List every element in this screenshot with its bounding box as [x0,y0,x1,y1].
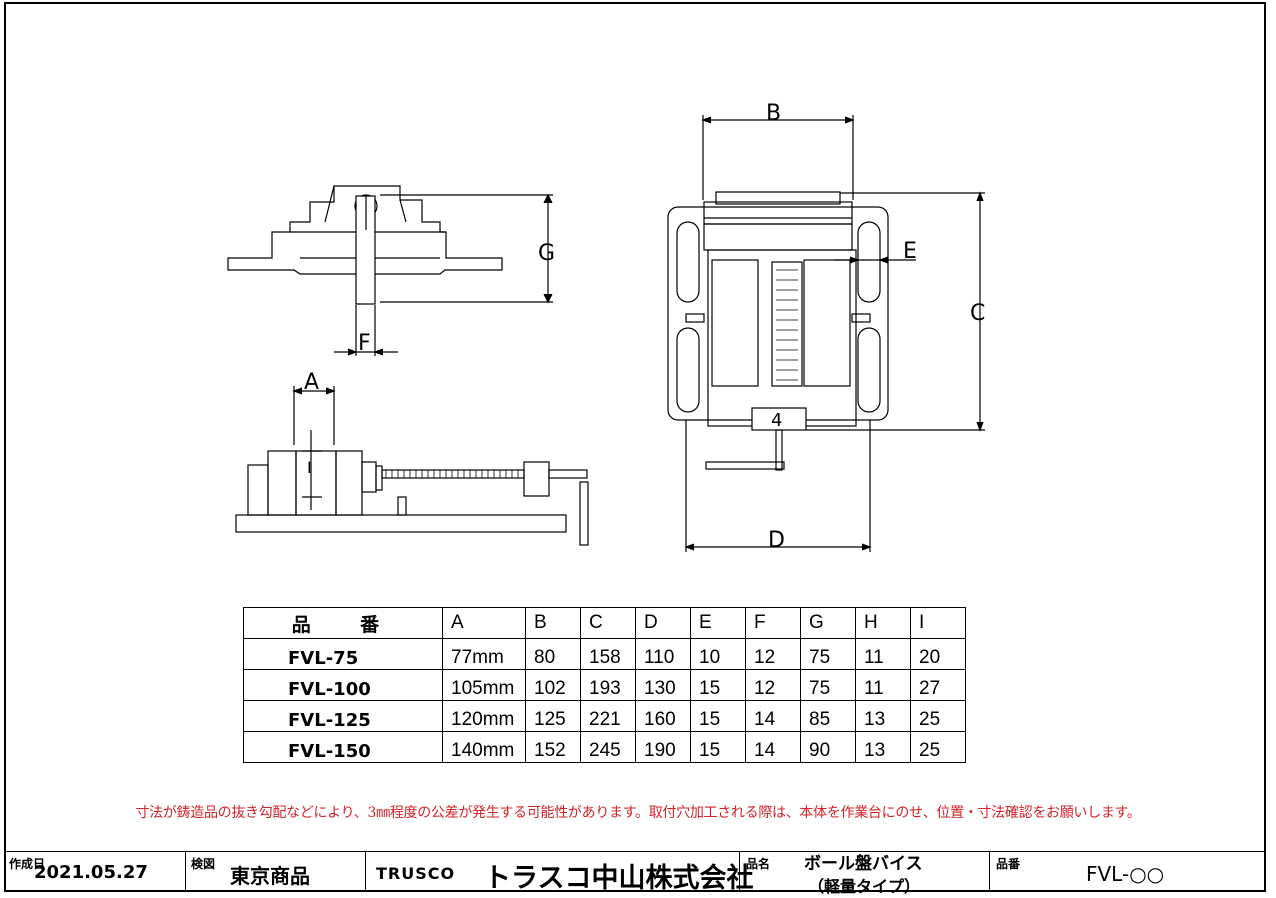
side-view [235,386,589,546]
created-cell [4,851,186,891]
table-header-cell: F [745,607,801,639]
table-cell: FVL-125 [243,700,443,732]
table-cell: 14 [745,700,801,732]
dim-label-E: E [903,239,917,264]
dim-label-C: C [970,301,985,326]
table-cell: 75 [800,669,856,701]
table-cell: 25 [910,731,966,763]
table-cell: 10 [690,638,746,670]
table-cell: 11 [855,669,911,701]
table-cell: 245 [580,731,636,763]
company-name: トラスコ中山株式会社 [484,863,754,894]
table-cell: 221 [580,700,636,732]
table-cell: 75 [800,638,856,670]
table-cell: 105mm [442,669,526,701]
dim-label-D: D [768,528,785,553]
table-cell: 130 [635,669,691,701]
table-cell: 90 [800,731,856,763]
table-header-cell: I [910,607,966,639]
created-value: 2021.05.27 [34,862,148,883]
top-view [667,115,985,552]
spec-table: 品 番 A B C D E F G H I FVL-75 77mm 80 158… [243,607,966,763]
table-cell: 20 [910,638,966,670]
dim-label-G: G [538,241,555,266]
table-cell: 140mm [442,731,526,763]
table-cell: 13 [855,700,911,732]
table-header-cell: E [690,607,746,639]
table-header-row: 品 番 A B C D E F G H I [243,607,966,639]
table-cell: 110 [635,638,691,670]
inspected-cell [186,851,366,891]
inspected-label: 検図 [191,857,216,871]
brand-logo: TRUSCO [376,864,456,883]
front-view [227,185,553,356]
table-row: FVL-125 120mm 125 221 160 15 14 85 13 25 [243,700,966,732]
table-row: FVL-75 77mm 80 158 110 10 12 75 11 20 [243,638,966,670]
table-header-cell: H [855,607,911,639]
table-cell: 160 [635,700,691,732]
table-cell: 15 [690,731,746,763]
table-cell: 125 [525,700,581,732]
table-cell: 11 [855,638,911,670]
table-cell: 12 [745,669,801,701]
table-cell: 152 [525,731,581,763]
table-cell: 190 [635,731,691,763]
table-header-cell: A [442,607,526,639]
table-header-cell: G [800,607,856,639]
tolerance-note: 寸法が鋳造品の抜き勾配などにより、3㎜程度の公差が発生する可能性があります。取付… [135,805,1141,821]
table-header-cell: 品 番 [243,607,443,639]
product-name-line1: ボール盤バイス [804,854,923,874]
table-cell: 77mm [442,638,526,670]
table-cell: 13 [855,731,911,763]
product-name-line2: （軽量タイプ） [808,877,921,896]
drawing-frame [4,2,1266,892]
table-cell: FVL-150 [243,731,443,763]
table-cell: 12 [745,638,801,670]
dim-label-F: F [358,331,371,356]
product-name-cell [740,851,990,891]
product-no-value: FVL-○○ [1086,862,1165,886]
part-number-label: 4 [771,410,782,431]
table-header-cell: B [525,607,581,639]
dim-label-B: B [766,101,781,126]
product-name-label: 品名 [746,857,771,871]
inspected-value: 東京商品 [230,864,310,888]
table-cell: 80 [525,638,581,670]
table-cell: FVL-100 [243,669,443,701]
table-cell: 102 [525,669,581,701]
dim-label-A: A [304,370,319,395]
company-cell [366,851,740,891]
table-cell: 85 [800,700,856,732]
product-no-label: 品番 [996,857,1021,871]
table-cell: FVL-75 [243,638,443,670]
table-cell: 15 [690,700,746,732]
table-cell: 14 [745,731,801,763]
created-label: 作成日 [9,857,46,871]
table-header-cell: C [580,607,636,639]
table-cell: 27 [910,669,966,701]
table-cell: 193 [580,669,636,701]
title-block-top-rule [4,851,1266,852]
table-cell: 120mm [442,700,526,732]
table-cell: 158 [580,638,636,670]
table-row: FVL-150 140mm 152 245 190 15 14 90 13 25 [243,731,966,763]
dim-label-I: I [307,458,312,477]
table-header-cell: D [635,607,691,639]
table-row: FVL-100 105mm 102 193 130 15 12 75 11 27 [243,669,966,701]
table-cell: 15 [690,669,746,701]
table-cell: 25 [910,700,966,732]
